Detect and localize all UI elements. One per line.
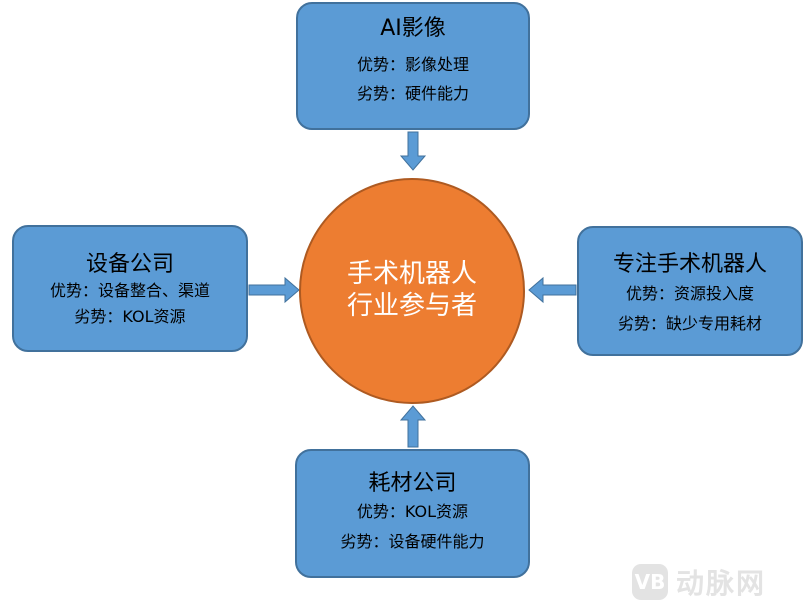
watermark-text: 动脉网 — [676, 567, 767, 600]
box-title: 专注手术机器人 — [612, 252, 767, 277]
box-advantage: 优势：影像处理 — [356, 55, 469, 74]
box-advantage: 优势：KOL资源 — [356, 502, 469, 521]
equipment-company-box: 设备公司 优势：设备整合、渠道 劣势：KOL资源 — [12, 225, 248, 352]
box-title: 设备公司 — [85, 252, 174, 277]
ai-imaging-box: AI影像 优势：影像处理 劣势：硬件能力 — [296, 2, 530, 130]
box-title: AI影像 — [380, 16, 446, 41]
watermark-logo-icon: VB — [632, 564, 668, 600]
center-label-line2: 行业参与者 — [346, 291, 477, 321]
consumables-company-box: 耗材公司 优势：KOL资源 劣势：设备硬件能力 — [295, 449, 530, 578]
box-disadvantage: 劣势：设备硬件能力 — [340, 532, 485, 551]
arrow-right-to-center — [528, 276, 577, 304]
box-disadvantage: 劣势：硬件能力 — [356, 84, 469, 103]
watermark: VB 动脉网 — [632, 562, 766, 602]
center-circle: 手术机器人 行业参与者 — [299, 178, 525, 404]
box-title: 耗材公司 — [368, 471, 457, 496]
box-advantage: 优势：设备整合、渠道 — [49, 281, 210, 300]
box-disadvantage: 劣势：KOL资源 — [74, 307, 186, 326]
arrow-left-to-center — [248, 276, 300, 304]
arrow-bottom-to-center — [399, 405, 427, 448]
box-disadvantage: 劣势：缺少专用耗材 — [617, 314, 762, 333]
arrow-top-to-center — [399, 131, 427, 171]
box-advantage: 优势：资源投入度 — [625, 284, 754, 303]
center-label-line1: 手术机器人 — [346, 259, 477, 289]
dedicated-robot-box: 专注手术机器人 优势：资源投入度 劣势：缺少专用耗材 — [577, 226, 803, 356]
